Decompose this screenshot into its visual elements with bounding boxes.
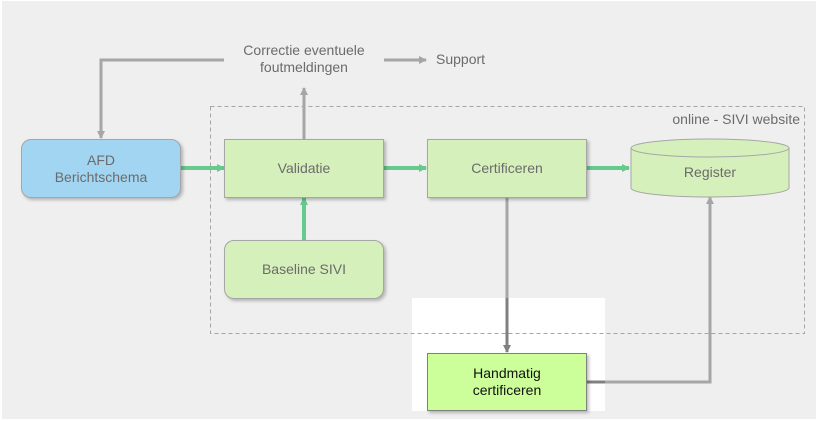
handmatig-line1: Handmatig [473, 365, 541, 381]
correctie-line1: Correctie eventuele [243, 42, 365, 58]
afd-berichtschema-node[interactable]: AFD Berichtschema [21, 139, 181, 198]
register-label: Register [683, 164, 737, 180]
arrow-correctie-to-afd [97, 58, 224, 139]
handmatig-line2: certificeren [472, 382, 542, 398]
baseline-sivi-node[interactable]: Baseline SIVI [224, 240, 384, 299]
correctie-line2: foutmeldingen [260, 59, 348, 75]
online-region-border [210, 106, 805, 334]
register-node-shape[interactable] [630, 138, 790, 198]
certificeren-label: Certificeren [471, 160, 543, 176]
baseline-label: Baseline SIVI [261, 261, 347, 277]
support-label: Support [436, 51, 486, 67]
handmatig-certificeren-node[interactable]: Handmatig certificeren [427, 353, 587, 411]
correctie-label: Correctie eventuele foutmeldingen [224, 42, 384, 76]
afd-line1: AFD [87, 151, 115, 168]
certificeren-node[interactable]: Certificeren [427, 139, 587, 198]
validatie-node[interactable]: Validatie [224, 139, 384, 198]
arrow-handmatig-to-register [605, 196, 714, 384]
validatie-label: Validatie [277, 160, 331, 176]
region-label: online - SIVI website [672, 111, 800, 127]
afd-line2: Berichtschema [54, 168, 148, 185]
